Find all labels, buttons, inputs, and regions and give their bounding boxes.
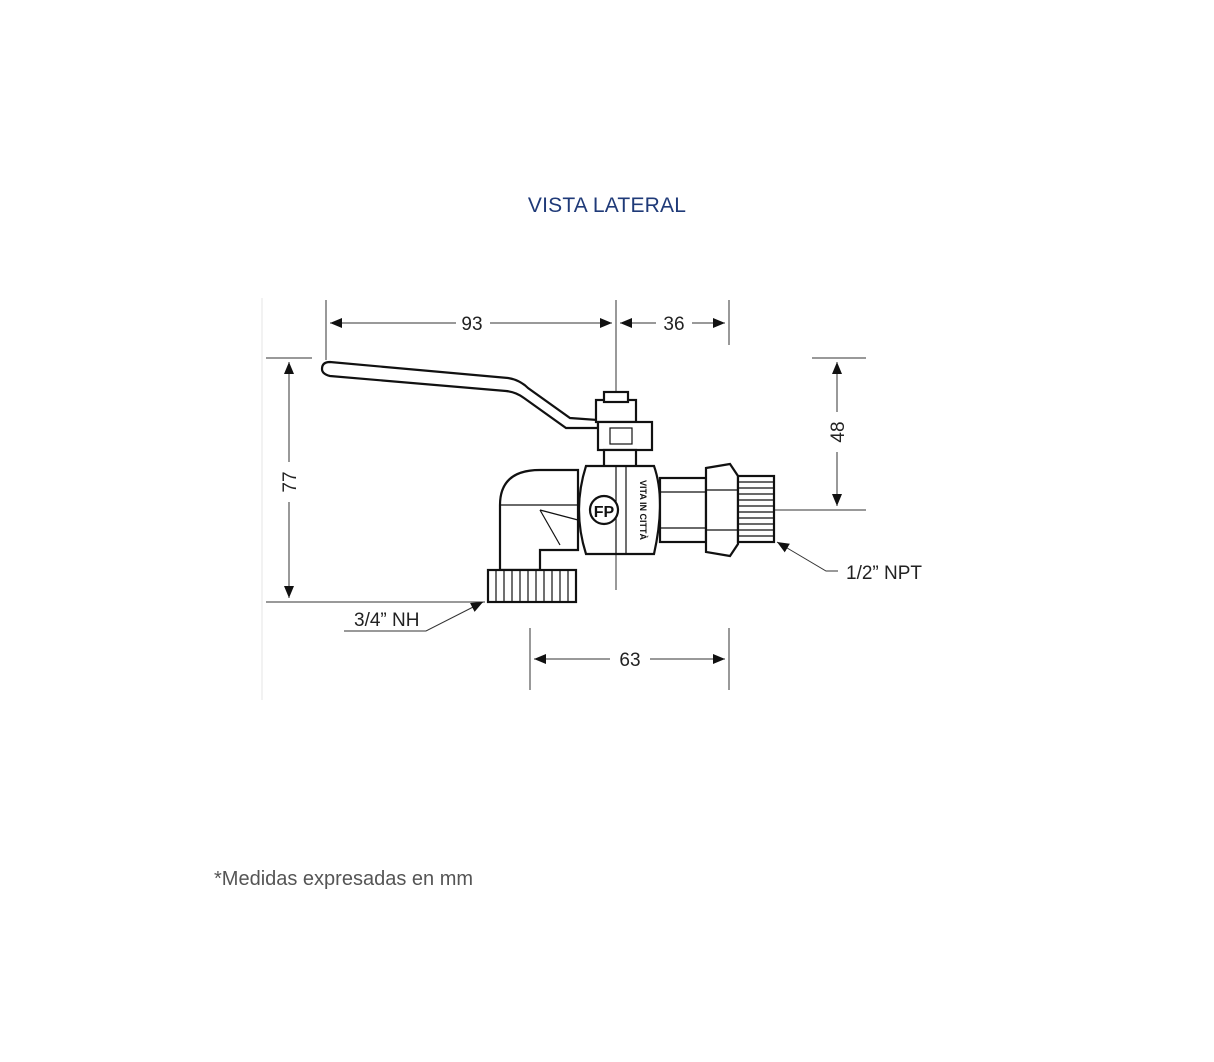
logo-mark: FP	[594, 504, 615, 521]
valve-body-drawing	[320, 360, 776, 604]
callout-inlet-label: 3/4” NH	[354, 610, 419, 631]
callout-outlet-label: 1/2” NPT	[846, 563, 922, 584]
dimension-63: 63	[529, 628, 730, 690]
dimension-77: 77	[266, 357, 485, 603]
body-engraving: VITA IN CITTÀ	[638, 480, 648, 540]
callout-outlet-thread: 1/2” NPT	[776, 541, 922, 584]
dimension-36-label: 36	[663, 314, 684, 335]
dimension-77-label: 77	[280, 471, 301, 492]
dimension-48-label: 48	[828, 421, 849, 442]
dimension-36: 36	[620, 300, 730, 345]
dimension-93-label: 93	[461, 314, 482, 335]
page-title: VISTA LATERAL	[527, 194, 687, 217]
footnote-units: *Medidas expresadas en mm	[214, 868, 474, 890]
callout-inlet-thread: 3/4” NH	[344, 601, 484, 632]
dimension-63-label: 63	[619, 650, 640, 671]
